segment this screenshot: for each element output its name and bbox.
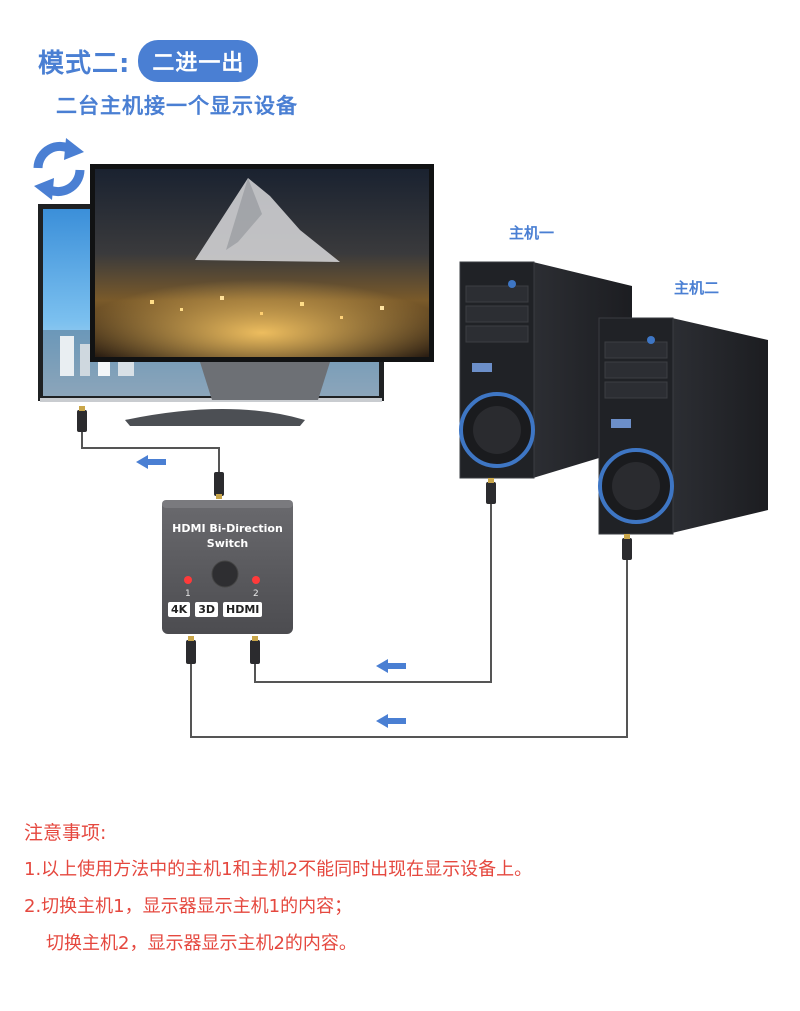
badge-3d: 3D <box>195 602 218 617</box>
note-line-1: 1.以上使用方法中的主机1和主机2不能同时出现在显示设备上。 <box>24 859 533 880</box>
mode-subtitle: 二台主机接一个显示设备 <box>56 94 298 118</box>
hdmi-cables <box>81 432 628 738</box>
mode-pill: 二进一出 <box>138 40 259 82</box>
note-line-2: 2.切换主机1，显示器显示主机1的内容； <box>24 896 353 917</box>
hdmi-switch <box>162 500 293 634</box>
left-arrow-icon <box>136 455 406 728</box>
port-number-1: 1 <box>185 589 191 599</box>
mode-title-row: 模式二: 二进一出 <box>38 40 259 82</box>
badge-hdmi: HDMI <box>222 602 263 617</box>
circular-arrows-icon <box>33 138 85 200</box>
switch-label-line2: Switch <box>206 537 249 550</box>
switch-label-line1: HDMI Bi-Direction <box>172 522 283 535</box>
port-number-2: 2 <box>253 589 259 599</box>
host1-label: 主机一 <box>509 224 555 242</box>
host-pc-2 <box>598 317 768 535</box>
switch-badges: 4K 3D HDMI <box>168 602 263 617</box>
hdmi-plugs <box>77 406 632 664</box>
note-line-3: 切换主机2，显示器显示主机2的内容。 <box>46 933 357 954</box>
monitor-front <box>90 164 434 426</box>
notes-title: 注意事项: <box>24 822 107 844</box>
host2-label: 主机二 <box>674 279 720 297</box>
badge-4k: 4K <box>168 602 191 617</box>
mode-title: 模式二: <box>38 48 131 79</box>
notes-section: 注意事项: 1.以上使用方法中的主机1和主机2不能同时出现在显示设备上。 2.切… <box>24 818 532 970</box>
